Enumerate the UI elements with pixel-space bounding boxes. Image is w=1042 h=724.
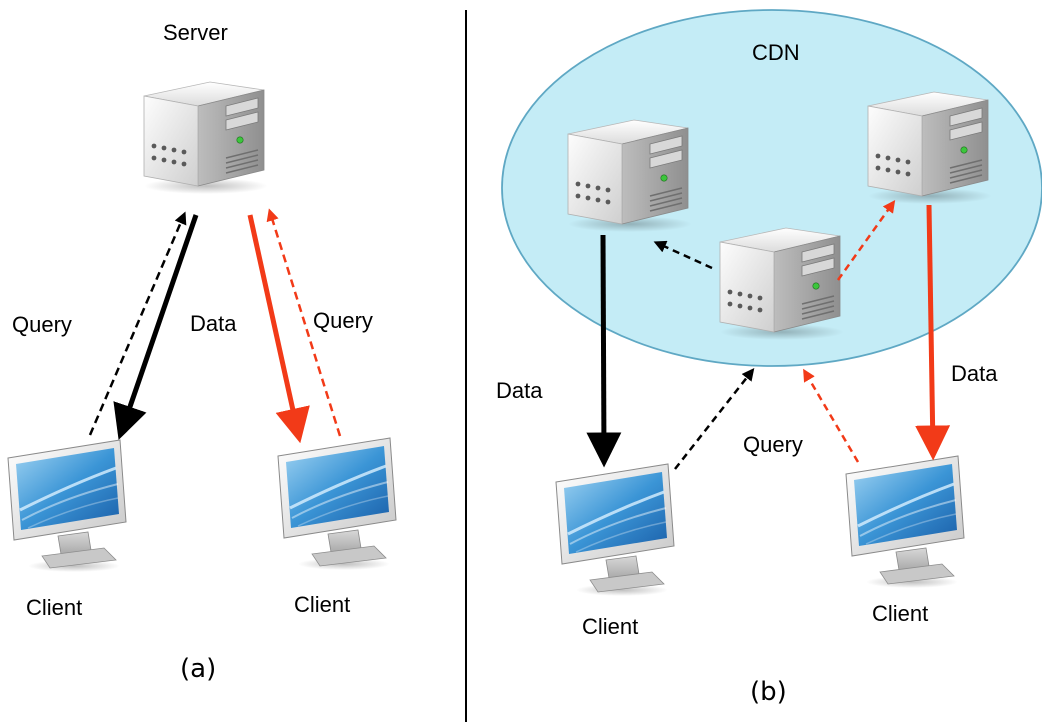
data-label-right: Data [951, 361, 998, 386]
client-label-right: Client [294, 592, 351, 617]
server-label: Server [163, 20, 228, 45]
panel-a [6, 81, 398, 574]
data-arrow-red [247, 214, 310, 444]
query-arrow-right [266, 208, 342, 437]
data-arrow-black [113, 214, 199, 440]
panel-b [501, 9, 1042, 598]
query-label-right: Query [313, 308, 373, 333]
server-icon [143, 81, 269, 195]
cdn-label: CDN [752, 40, 800, 65]
query-arrow-red-b [803, 368, 860, 463]
caption-a: (a) [180, 654, 217, 684]
query-arrow-black-b [674, 368, 755, 470]
caption-b: (b) [750, 677, 787, 707]
query-label-left: Query [12, 312, 72, 337]
query-label: Query [743, 432, 803, 457]
cdn-internal-arrow-right [836, 199, 896, 281]
cdn-internal-arrow-left [653, 240, 713, 270]
query-arrow-left [88, 211, 187, 436]
client-right-icon [276, 436, 398, 572]
client-left-icon [6, 438, 128, 574]
client-left-icon [554, 462, 676, 598]
client-label-left-b: Client [582, 614, 639, 639]
data-label-left: Data [496, 378, 543, 403]
data-arrow-red-b [915, 204, 951, 461]
data-label: Data [190, 311, 237, 336]
client-label-left: Client [26, 595, 83, 620]
client-right-icon [844, 454, 966, 590]
client-label-right-b: Client [872, 601, 929, 626]
data-arrow-black-b [586, 234, 622, 468]
